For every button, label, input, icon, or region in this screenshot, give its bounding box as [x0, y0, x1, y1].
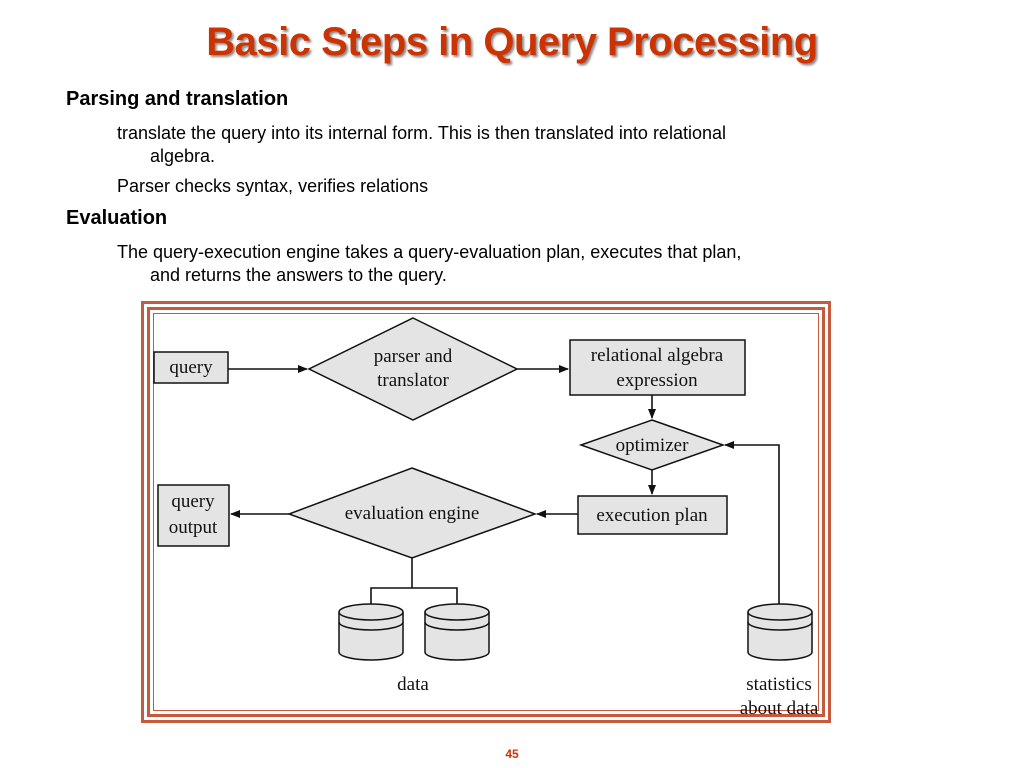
evaluation-engine-diamond: evaluation engine: [286, 467, 538, 559]
query-box: query: [153, 351, 229, 384]
bullet-translate-line2: algebra.: [150, 146, 216, 166]
execution-plan-box: execution plan: [577, 495, 728, 535]
execution-plan-label: execution plan: [596, 505, 708, 526]
bullet-translate: translate the query into its internal fo…: [117, 122, 726, 168]
slide-title: Basic Steps in Query Processing: [206, 20, 818, 64]
bullet-translate-line1: translate the query into its internal fo…: [117, 123, 726, 143]
flow-arrows: [228, 365, 780, 608]
data-cylinder-1: [338, 603, 404, 661]
statistics-cylinder: [747, 603, 813, 661]
evaluation-engine-label: evaluation engine: [345, 503, 480, 524]
query-output-box: query output: [157, 484, 230, 547]
parser-label-line2: translator: [377, 370, 449, 391]
data-label: data: [397, 674, 429, 695]
query-label: query: [169, 357, 213, 378]
output-label-line2: output: [169, 517, 218, 538]
statistics-label-line1: statistics: [746, 674, 811, 695]
arrow-statistics-to-optimizer: [724, 441, 780, 608]
parser-translator-diamond: parser and translator: [307, 317, 519, 421]
data-cylinder-2: [424, 603, 490, 661]
connector-data-fork: [370, 587, 458, 608]
bullet-execution-line2: and returns the answers to the query.: [150, 265, 447, 285]
relational-algebra-box: relational algebra expression: [569, 339, 746, 396]
bullet-parser-checks: Parser checks syntax, verifies relations: [117, 176, 429, 196]
section-heading-parsing: Parsing and translation: [66, 88, 289, 110]
output-label-line1: query: [171, 491, 215, 512]
statistics-label-line2: about data: [740, 698, 819, 719]
relational-label-line2: expression: [616, 370, 698, 391]
bullet-execution-line1: The query-execution engine takes a query…: [117, 242, 742, 262]
bullet-execution-engine: The query-execution engine takes a query…: [117, 241, 741, 287]
relational-label-line1: relational algebra: [591, 345, 724, 366]
parser-label-line1: parser and: [374, 346, 453, 367]
section-heading-evaluation: Evaluation: [66, 207, 168, 229]
optimizer-diamond: optimizer: [578, 419, 726, 471]
page-number: 45: [505, 747, 519, 761]
optimizer-label: optimizer: [616, 435, 689, 456]
